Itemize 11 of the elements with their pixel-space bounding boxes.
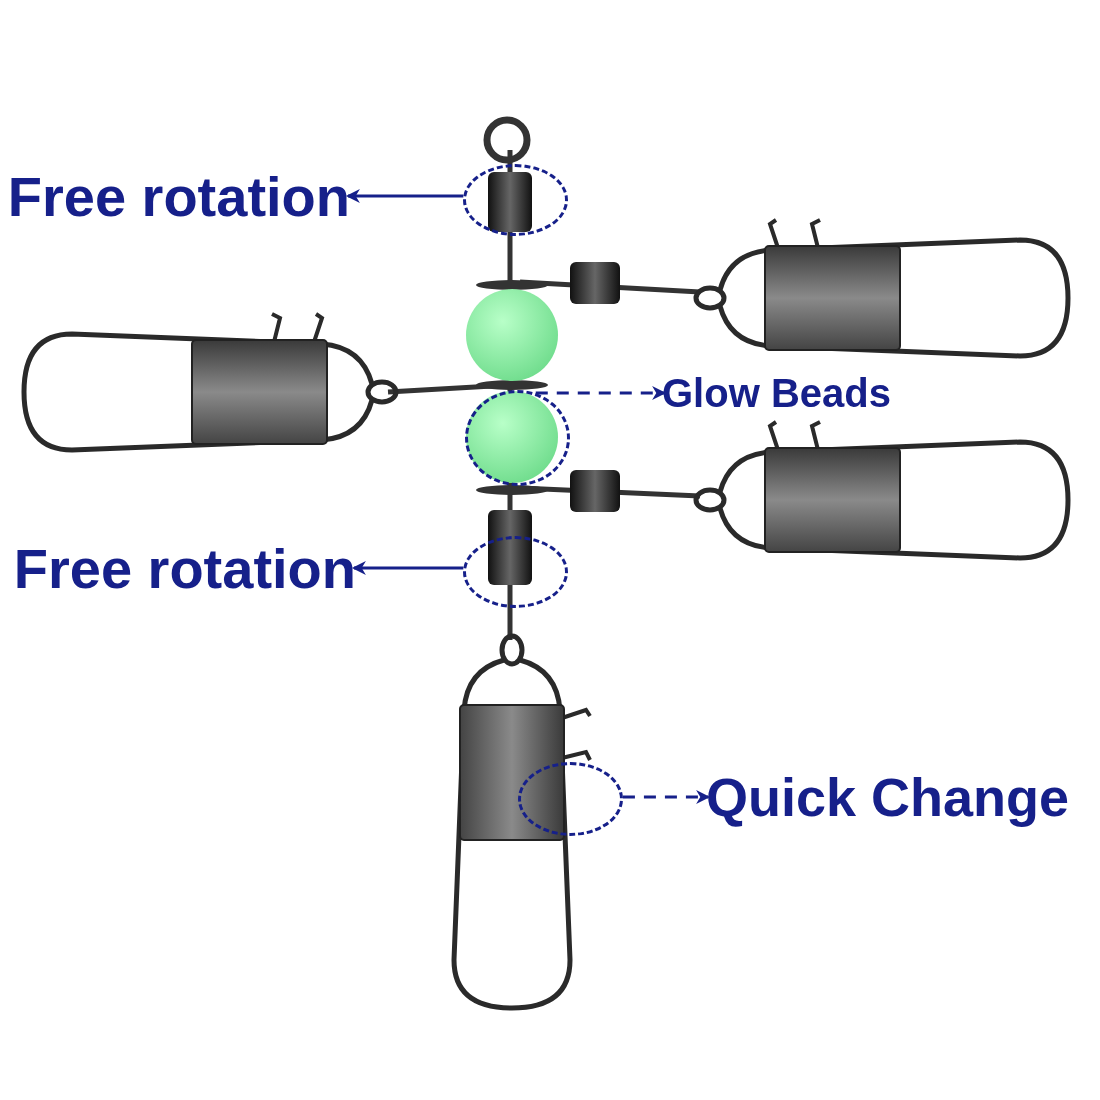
callout-label: Quick Change (706, 766, 1070, 828)
dashed-ellipse (518, 762, 623, 836)
callout-label: Glow Beads (662, 370, 891, 416)
callout-label: Free rotation (13, 535, 356, 601)
dashed-ellipse (463, 164, 568, 236)
callout-label: Free rotation (7, 163, 350, 229)
leader-arrow (351, 561, 464, 575)
leader-arrow (345, 189, 464, 203)
dashed-ellipse (463, 536, 568, 608)
leader-arrow (622, 790, 711, 804)
dashed-ellipse (465, 390, 570, 486)
